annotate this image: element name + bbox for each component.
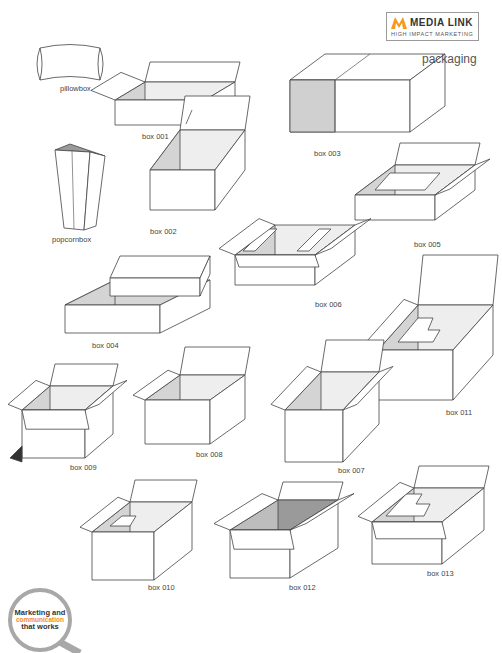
box-line <box>186 110 192 124</box>
box-face <box>453 305 493 400</box>
box-face <box>65 280 115 305</box>
box-caption: box 004 <box>92 342 119 350</box>
box-face <box>150 170 215 210</box>
box-caption: box 005 <box>414 241 441 249</box>
box-face <box>110 516 136 526</box>
box-face <box>180 96 250 130</box>
logo-title: MEDIA LINK <box>410 17 473 28</box>
box-face <box>378 350 453 400</box>
box-line <box>335 80 336 132</box>
slogan-line: communication <box>16 617 64 624</box>
box-face <box>145 400 210 444</box>
box-face <box>271 366 321 410</box>
box-face <box>214 494 278 530</box>
box-face <box>398 318 440 342</box>
box-caption: box 001 <box>142 133 169 141</box>
popcornbox-drawing <box>55 144 105 230</box>
box-face <box>290 500 338 578</box>
pillowbox-drawing <box>37 45 103 81</box>
box-face <box>372 522 446 539</box>
box-face <box>278 482 343 500</box>
box-face <box>85 380 127 410</box>
box-caption: pillowbox <box>60 85 91 93</box>
box-line <box>335 54 370 80</box>
box-face <box>235 255 319 267</box>
box-face <box>200 256 210 296</box>
box-caption: box 007 <box>338 467 365 475</box>
box-face <box>22 410 89 429</box>
box-caption: popcornbox <box>52 236 91 244</box>
logo-icon <box>391 16 407 29</box>
section-heading: packaging <box>422 53 477 65</box>
box-face <box>110 278 200 296</box>
box-face <box>10 446 22 462</box>
box-face <box>219 219 275 255</box>
box-face <box>285 410 343 462</box>
box-face <box>290 80 335 132</box>
box-face <box>343 366 393 410</box>
box-face <box>418 255 498 305</box>
box-caption: box 013 <box>427 570 454 578</box>
box-face <box>442 488 484 564</box>
box-face <box>414 466 489 488</box>
box-face <box>215 130 245 210</box>
box-face <box>290 494 354 530</box>
box-caption: box 011 <box>446 409 472 417</box>
box-caption: box 006 <box>315 301 342 309</box>
box-caption: box 008 <box>196 451 223 459</box>
box-face <box>435 159 490 195</box>
box-face <box>130 480 197 502</box>
box-face <box>395 143 480 165</box>
box-face <box>8 380 50 410</box>
box-face <box>375 173 440 190</box>
box-face <box>410 54 445 132</box>
box-face <box>315 219 371 255</box>
logo-tagline: HIGH IMPACT MARKETING <box>391 31 473 37</box>
box-face <box>154 502 192 580</box>
logo-box: MEDIA LINK HIGH IMPACT MARKETING <box>386 12 479 41</box>
logo-row: MEDIA LINK <box>391 16 473 29</box>
box-face <box>85 386 113 458</box>
box-face <box>65 305 160 333</box>
magnifier-circle: Marketing andcommunicationthat works <box>8 588 72 652</box>
box-caption: box 012 <box>289 584 316 592</box>
box-face <box>145 62 240 82</box>
slogan-line: Marketing and <box>15 609 66 617</box>
box-face <box>91 72 145 100</box>
box-face <box>290 80 410 132</box>
box-face <box>230 530 294 549</box>
box-face <box>180 347 250 375</box>
box-face <box>358 482 414 522</box>
box-face <box>92 532 154 580</box>
box-face <box>50 364 118 386</box>
box-face <box>133 370 180 400</box>
box-face <box>80 497 130 532</box>
slogan-line: that works <box>21 623 59 631</box>
box-caption: box 009 <box>70 464 97 472</box>
box-caption: box 003 <box>314 150 341 158</box>
box-face <box>110 256 210 278</box>
box-face <box>355 195 435 220</box>
logo-mark <box>391 17 407 29</box>
box-caption: box 010 <box>148 584 175 592</box>
box-face <box>210 375 245 444</box>
box-face <box>321 340 384 372</box>
box-caption: box 002 <box>150 228 177 236</box>
